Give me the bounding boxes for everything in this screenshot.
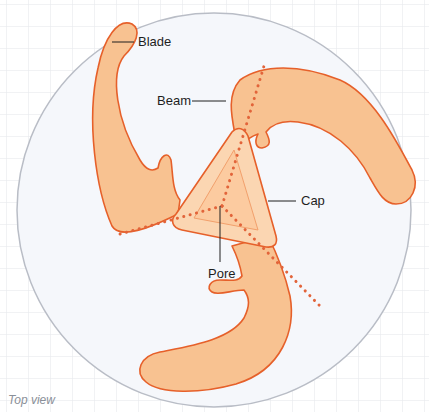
leader-line [268, 201, 296, 202]
leader-line [192, 101, 226, 102]
beam [222, 206, 322, 308]
beam [120, 206, 222, 234]
part-label: Blade [136, 34, 173, 50]
leader-line [220, 206, 221, 262]
beam [222, 66, 264, 206]
pore-outline [17, 13, 411, 407]
part-label: Pore [206, 266, 237, 282]
blade [140, 236, 291, 391]
cap-inner [194, 150, 258, 230]
part-label: Beam [155, 93, 193, 109]
blade [93, 23, 180, 232]
leader-line [112, 42, 134, 43]
cap [173, 129, 277, 248]
part-label: Cap [299, 193, 327, 209]
view-note: Top view [6, 392, 57, 408]
